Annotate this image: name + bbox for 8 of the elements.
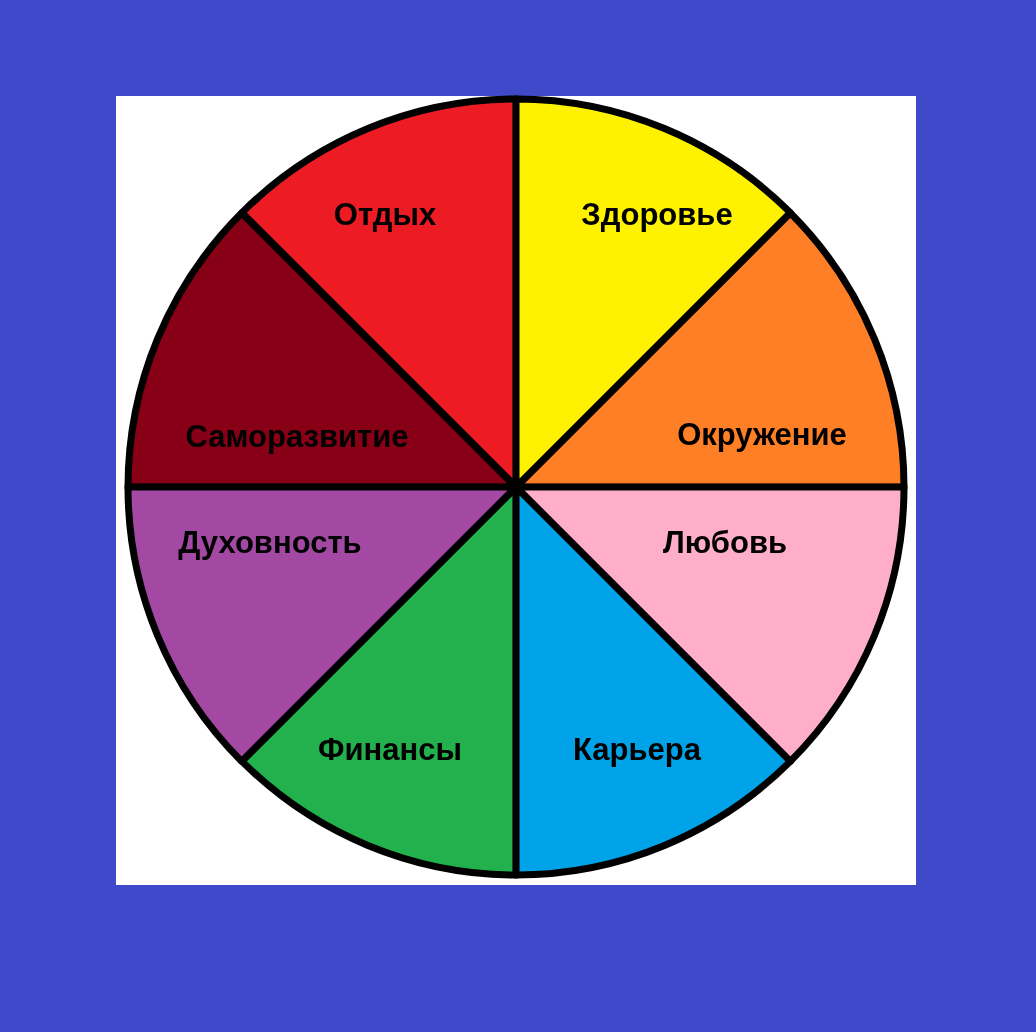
sector-label: Саморазвитие bbox=[185, 419, 409, 455]
sector-label: Финансы bbox=[318, 732, 462, 768]
sector-label: Здоровье bbox=[581, 197, 733, 233]
sector-label: Карьера bbox=[573, 732, 701, 768]
sector-label: Любовь bbox=[663, 525, 787, 561]
sector-label: Духовность bbox=[178, 525, 362, 561]
sector-label: Отдых bbox=[333, 197, 437, 233]
sector-label: Окружение bbox=[677, 417, 847, 453]
